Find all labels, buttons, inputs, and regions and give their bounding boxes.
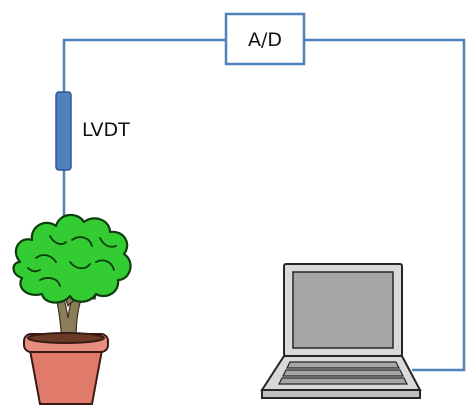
laptop-screen [292,271,394,349]
adc-box [224,12,306,66]
plant-icon [12,213,132,405]
lvdt-sensor: LVDT [55,91,130,171]
pot-body [28,349,104,405]
wiring [62,38,466,372]
lvdt-label: LVDT [82,119,130,141]
adc-label: A/D [248,29,282,51]
wire-sensor-to-adc [62,38,226,290]
lvdt-body [55,91,72,171]
wire-adc-to-laptop [304,38,466,372]
adc-block: A/D [224,12,306,66]
laptop-icon [260,263,422,399]
